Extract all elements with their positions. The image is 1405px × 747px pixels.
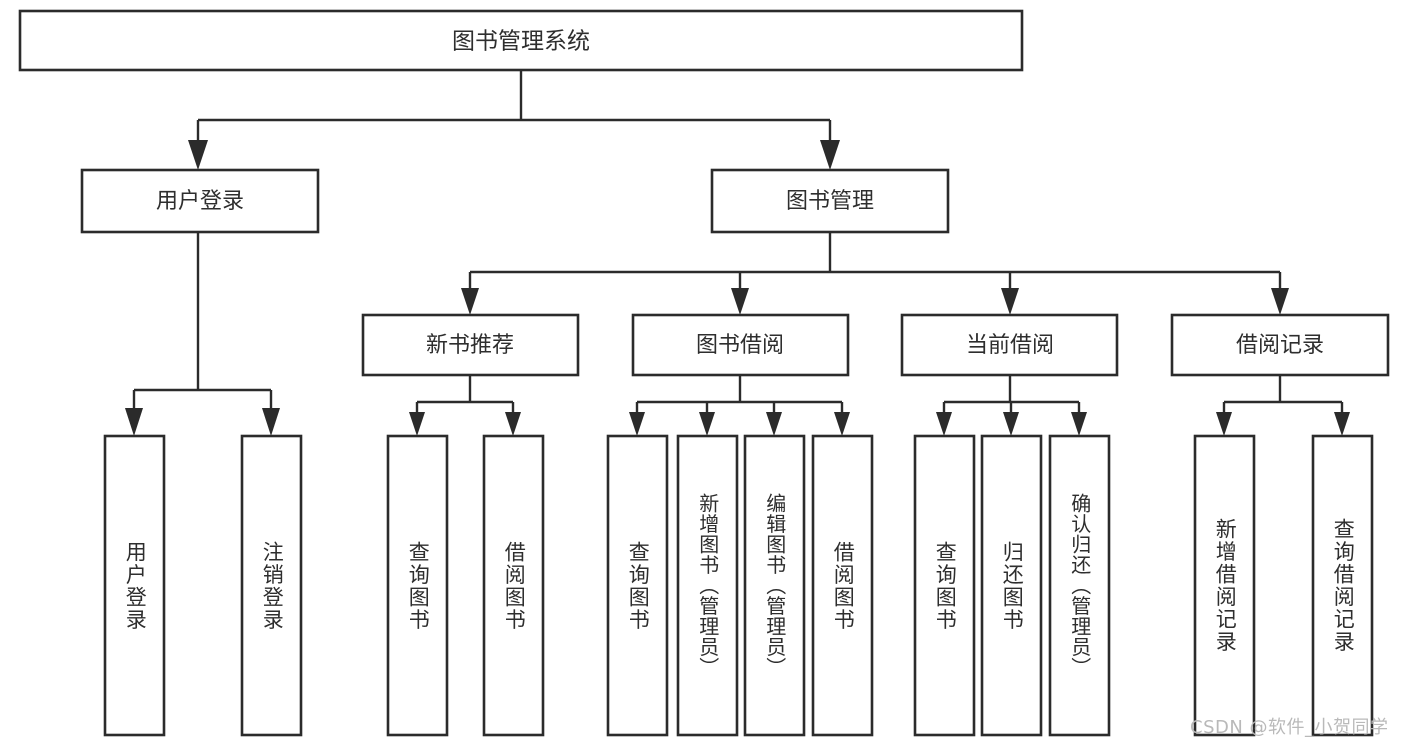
leaf-box-query-borrow-record[interactable] (1311, 434, 1374, 737)
leaf-boxes (103, 434, 1374, 737)
node-new-book-recommend[interactable]: 新书推荐 (361, 313, 580, 377)
node-book-borrow-box[interactable] (631, 313, 850, 377)
arrow-head-book-borrow (731, 288, 749, 315)
arrow-head-cb-leaf-3 (1071, 412, 1087, 436)
arrow-head-leaf-user-login (125, 408, 143, 436)
leaf-box-logout[interactable] (240, 434, 303, 737)
connector-root-to-level2 (188, 70, 840, 170)
arrow-head-current-borrow (1001, 288, 1019, 315)
leaf-box-borrow-book-bb[interactable] (811, 434, 874, 737)
arrow-head-bb-leaf-1 (629, 412, 645, 436)
arrow-head-br-leaf-2 (1334, 412, 1350, 436)
arrow-head-bb-leaf-3 (766, 412, 782, 436)
arrow-head-user-login (188, 140, 208, 170)
leaf-box-return-book[interactable] (980, 434, 1043, 737)
node-current-borrow-box[interactable] (900, 313, 1119, 377)
arrow-head-book-manage (820, 140, 840, 170)
node-current-borrow-label: 当前借阅 (966, 333, 1054, 358)
leaf-box-edit-book-admin[interactable] (743, 434, 806, 737)
leaf-box-query-book-bb[interactable] (606, 434, 669, 737)
node-root-system[interactable]: 图书管理系统 (18, 9, 1024, 72)
arrow-head-bb-leaf-2 (699, 412, 715, 436)
connector-book-borrow-to-leaves (629, 375, 850, 436)
node-book-manage-label: 图书管理 (786, 189, 874, 214)
node-new-book-recommend-label: 新书推荐 (426, 333, 514, 358)
node-borrow-record-label: 借阅记录 (1236, 333, 1324, 358)
leaf-box-user-login[interactable] (103, 434, 166, 737)
arrow-head-nbr-leaf-2 (505, 412, 521, 436)
arrow-head-borrow-record (1271, 288, 1289, 315)
connector-borrow-record-to-leaves (1216, 375, 1350, 436)
csdn-watermark: CSDN @软件_小贺同学 (1190, 717, 1389, 738)
connector-user-login-to-leaves (125, 232, 280, 436)
leaf-box-add-borrow-record[interactable] (1193, 434, 1256, 737)
node-current-borrow[interactable]: 当前借阅 (900, 313, 1119, 377)
arrow-head-bb-leaf-4 (834, 412, 850, 436)
node-user-login[interactable]: 用户登录 (80, 168, 320, 234)
node-new-book-recommend-box[interactable] (361, 313, 580, 377)
leaf-box-borrow-book-nbr[interactable] (482, 434, 545, 737)
arrow-head-new-book-rec (461, 288, 479, 315)
arrow-head-br-leaf-1 (1216, 412, 1232, 436)
node-book-borrow-label: 图书借阅 (696, 333, 784, 358)
node-root-label: 图书管理系统 (452, 29, 590, 55)
connector-current-borrow-to-leaves (936, 375, 1087, 436)
node-book-manage-box[interactable] (710, 168, 950, 234)
leaf-box-confirm-return-admin[interactable] (1048, 434, 1111, 737)
node-borrow-record-box[interactable] (1170, 313, 1390, 377)
leaf-box-add-book-admin[interactable] (676, 434, 739, 737)
leaf-box-query-book-nbr[interactable] (386, 434, 449, 737)
node-user-login-label: 用户登录 (156, 189, 244, 214)
node-root-box[interactable] (18, 9, 1024, 72)
node-book-borrow[interactable]: 图书借阅 (631, 313, 850, 377)
arrow-head-cb-leaf-1 (936, 412, 952, 436)
node-book-manage[interactable]: 图书管理 (710, 168, 950, 234)
arrow-head-cb-leaf-2 (1003, 412, 1019, 436)
leaf-box-query-book-cb[interactable] (913, 434, 976, 737)
node-borrow-record[interactable]: 借阅记录 (1170, 313, 1390, 377)
node-user-login-box[interactable] (80, 168, 320, 234)
arrow-head-leaf-logout (262, 408, 280, 436)
connector-book-manage-to-level3 (461, 232, 1289, 315)
connector-new-book-rec-to-leaves (409, 375, 521, 436)
arrow-head-nbr-leaf-1 (409, 412, 425, 436)
